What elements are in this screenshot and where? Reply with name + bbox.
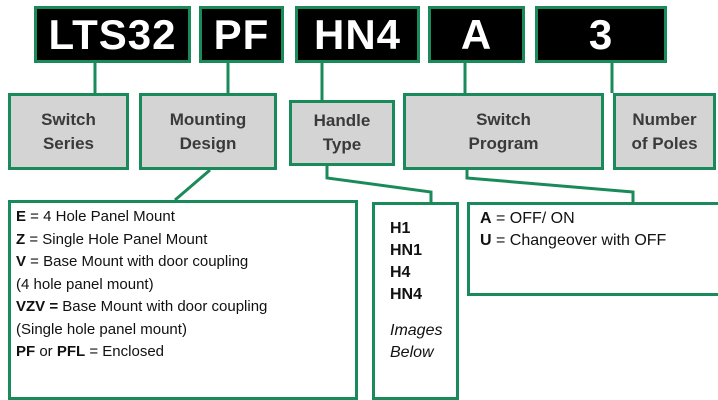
- mounting-option-v-note: (4 hole panel mount): [16, 275, 154, 293]
- label-handle-type: Handle Type: [289, 100, 395, 166]
- label-mounting-design: Mounting Design: [139, 93, 277, 170]
- code-number-of-poles: 3: [535, 6, 667, 63]
- program-options-panel: A = OFF/ ON U = Changeover with OFF: [467, 202, 718, 296]
- code-switch-program: A: [428, 6, 525, 63]
- label-switch-series: Switch Series: [8, 93, 129, 170]
- code-handle-type: HN4: [295, 6, 420, 63]
- handle-option-hn4: HN4: [390, 286, 423, 303]
- code-mounting-design: PF: [199, 6, 284, 63]
- program-option-a: A = OFF/ ON: [480, 210, 575, 227]
- handle-option-h1: H1: [390, 220, 411, 237]
- program-option-u: U = Changeover with OFF: [480, 232, 667, 249]
- mounting-option-v: V = Base Mount with door coupling: [16, 253, 249, 270]
- connector-mounting-panel: [174, 168, 211, 202]
- handle-option-hn1: HN1: [390, 242, 423, 259]
- connector-program-panel: [465, 170, 635, 202]
- mounting-option-vzv-note: (Single hole panel mount): [16, 320, 187, 338]
- handle-options-panel: H1 HN1 H4 HN4 Images Below: [372, 202, 459, 400]
- mounting-options-panel: E = 4 Hole Panel Mount Z = Single Hole P…: [8, 200, 358, 400]
- code-switch-series: LTS32: [34, 6, 191, 63]
- handle-option-h4: H4: [390, 264, 411, 281]
- handle-note-line-2: Below: [390, 344, 434, 361]
- mounting-option-vzv: VZV = Base Mount with door coupling: [16, 298, 268, 315]
- label-switch-program: Switch Program: [403, 93, 604, 170]
- mounting-option-e: E = 4 Hole Panel Mount: [16, 208, 175, 225]
- connector-handle-panel: [325, 165, 433, 202]
- mounting-option-pf: PF or PFL = Enclosed: [16, 343, 165, 360]
- label-number-of-poles: Number of Poles: [613, 93, 716, 170]
- mounting-option-z: Z = Single Hole Panel Mount: [16, 230, 208, 248]
- handle-note-line-1: Images: [390, 322, 443, 339]
